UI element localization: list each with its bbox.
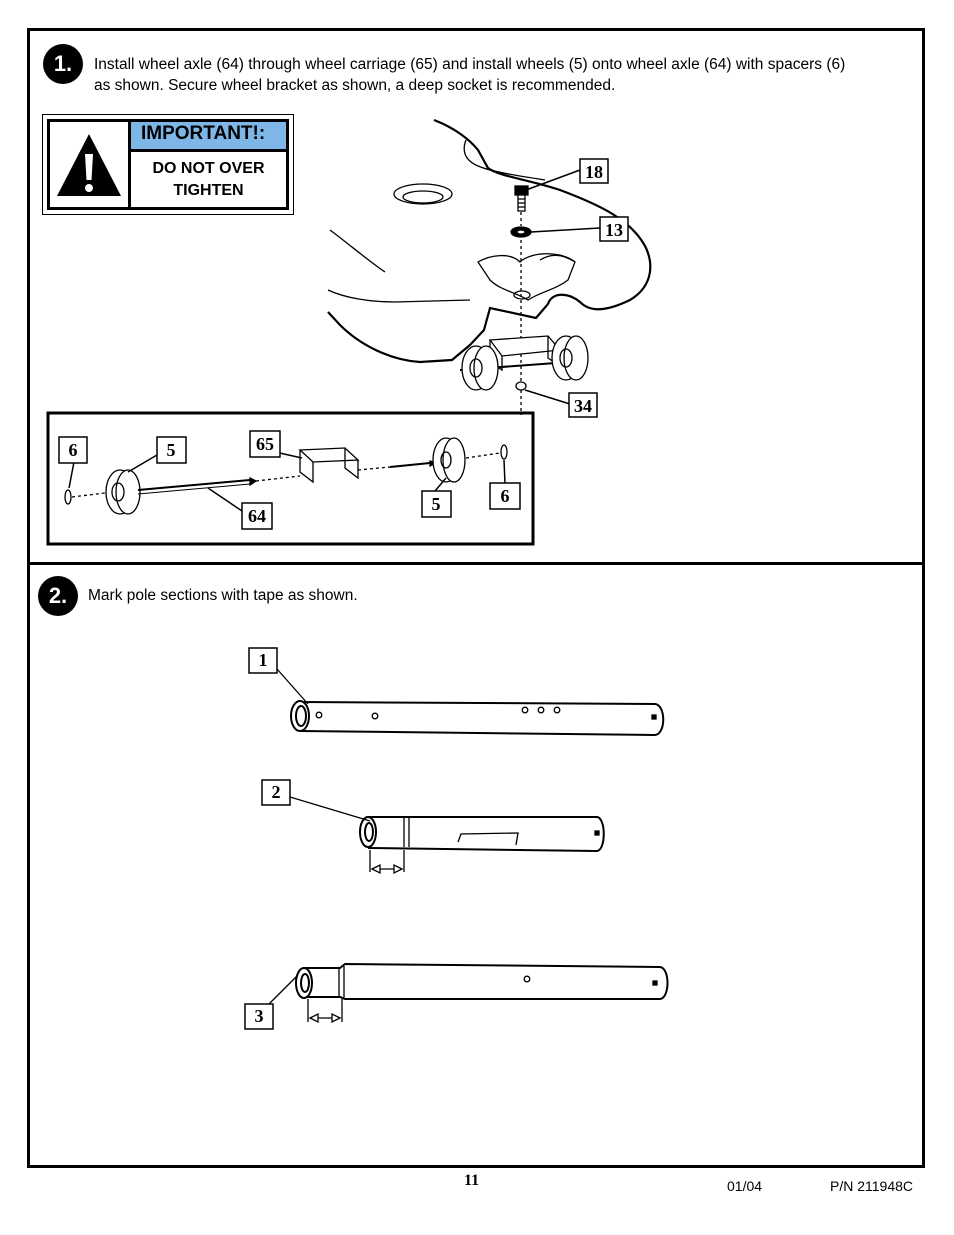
step-2-badge: 2. <box>38 576 78 616</box>
step-2-number: 2. <box>48 583 68 608</box>
callout-spacer-right: 6 <box>501 486 510 506</box>
detail-inset-box <box>46 411 535 546</box>
callout-box-pole-2 <box>261 779 291 806</box>
callout-box-wheel-right <box>421 490 452 518</box>
warning-triangle-icon <box>50 122 131 207</box>
callout-box-carriage <box>249 430 281 458</box>
callout-wheel-left: 5 <box>167 440 176 460</box>
callout-pole-1: 1 <box>259 650 268 670</box>
callout-axle: 64 <box>248 506 266 526</box>
callout-box-bolt <box>579 158 609 184</box>
callout-box-wheel-left <box>156 436 187 464</box>
callout-spacer-left: 6 <box>69 440 78 460</box>
callout-carriage: 65 <box>256 434 274 454</box>
callout-box-axle <box>241 502 273 530</box>
page-number: 11 <box>464 1172 480 1189</box>
callout-box-spacer-left <box>58 436 88 464</box>
callout-box-nut <box>568 392 598 418</box>
callout-box-washer <box>599 216 629 242</box>
page-frame <box>27 28 925 1168</box>
section-divider <box>27 562 925 565</box>
warning-message-line1: DO NOT OVER <box>152 159 265 177</box>
pole-1 <box>299 701 665 737</box>
step-1-text-line2: as shown. Secure wheel bracket as shown,… <box>94 77 616 94</box>
callout-pole-3: 3 <box>255 1006 264 1026</box>
callout-wheel-right: 5 <box>432 494 441 514</box>
warning-box: IMPORTANT!: DO NOT OVER TIGHTEN <box>42 114 294 215</box>
footer-part-number: P/N 211948C <box>830 1178 914 1194</box>
footer-date: 01/04 <box>727 1178 763 1194</box>
callout-box-spacer-right <box>489 482 521 510</box>
pole-2 <box>367 816 605 853</box>
callout-pole-2: 2 <box>272 782 281 802</box>
callout-bolt: 18 <box>585 162 603 182</box>
step-1-badge: 1. <box>43 44 83 84</box>
pole-3 <box>304 962 669 1000</box>
callout-box-pole-3 <box>244 1003 274 1030</box>
callout-nut: 34 <box>574 396 592 416</box>
step-2-instructions: Mark pole sections with tape as shown. <box>88 587 358 604</box>
step-1-instructions: Install wheel axle (64) through wheel ca… <box>94 54 845 96</box>
warning-title: IMPORTANT!: <box>131 122 286 152</box>
warning-message: DO NOT OVER TIGHTEN <box>131 152 286 207</box>
warning-message-line2: TIGHTEN <box>173 181 244 199</box>
callout-box-pole-1 <box>248 647 278 674</box>
callout-washer: 13 <box>605 220 623 240</box>
step-1-number: 1. <box>53 51 73 76</box>
step-1-text-line1: Install wheel axle (64) through wheel ca… <box>94 56 846 73</box>
